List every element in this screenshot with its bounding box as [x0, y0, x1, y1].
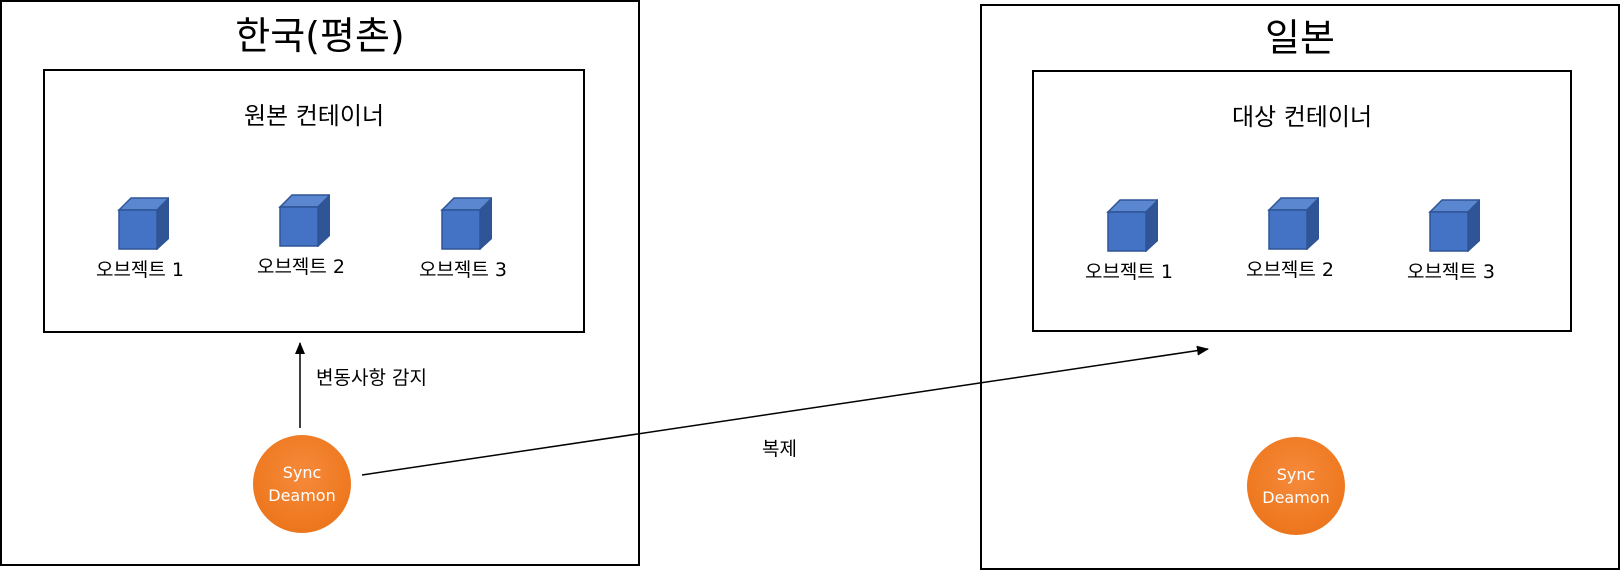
source-object-3: 오브젝트 3: [403, 196, 523, 296]
source-container-title: 원본 컨테이너: [243, 102, 385, 130]
target-object-2: 오브젝트 2: [1230, 196, 1350, 296]
daemon-label-line1: Sync: [282, 463, 322, 482]
source-sync-daemon: Sync Deamon: [253, 435, 351, 533]
target-region-title: 일본: [1265, 16, 1335, 60]
target-sync-daemon: Sync Deamon: [1247, 437, 1345, 535]
object-label: 오브젝트 2: [1245, 259, 1335, 281]
source-region-title: 한국(평촌): [235, 14, 405, 58]
object-label: 오브젝트 3: [1406, 261, 1496, 283]
cube-icon: [1106, 198, 1158, 252]
object-label: 오브젝트 1: [1084, 261, 1174, 283]
replicate-label: 복제: [762, 438, 797, 460]
source-container-box: 원본 컨테이너 오브젝트 1 오브젝트 2 오브젝트 3: [43, 69, 585, 333]
daemon-label-line2: Deamon: [1262, 488, 1330, 507]
target-region-box: 일본 대상 컨테이너 오브젝트 1 오브젝트 2: [980, 4, 1620, 570]
source-region-box: 한국(평촌) 원본 컨테이너 오브젝트 1 오브젝트 2: [0, 0, 640, 566]
target-object-3: 오브젝트 3: [1391, 198, 1511, 298]
object-label: 오브젝트 2: [256, 256, 346, 278]
cube-icon: [1267, 196, 1319, 250]
cube-icon: [1428, 198, 1480, 252]
detect-changes-label: 변동사항 감지: [316, 367, 427, 389]
cube-icon: [278, 193, 330, 247]
object-label: 오브젝트 1: [95, 259, 185, 281]
replicate-arrow: [361, 345, 1209, 476]
cube-icon: [440, 196, 492, 250]
cube-icon: [117, 196, 169, 250]
target-container-title: 대상 컨테이너: [1231, 103, 1373, 131]
source-object-1: 오브젝트 1: [80, 196, 200, 296]
source-object-2: 오브젝트 2: [241, 193, 361, 293]
target-container-box: 대상 컨테이너 오브젝트 1 오브젝트 2 오브젝트 3: [1032, 70, 1572, 332]
object-label: 오브젝트 3: [418, 259, 508, 281]
daemon-label-line2: Deamon: [268, 486, 336, 505]
daemon-label-line1: Sync: [1276, 465, 1316, 484]
target-object-1: 오브젝트 1: [1069, 198, 1189, 298]
